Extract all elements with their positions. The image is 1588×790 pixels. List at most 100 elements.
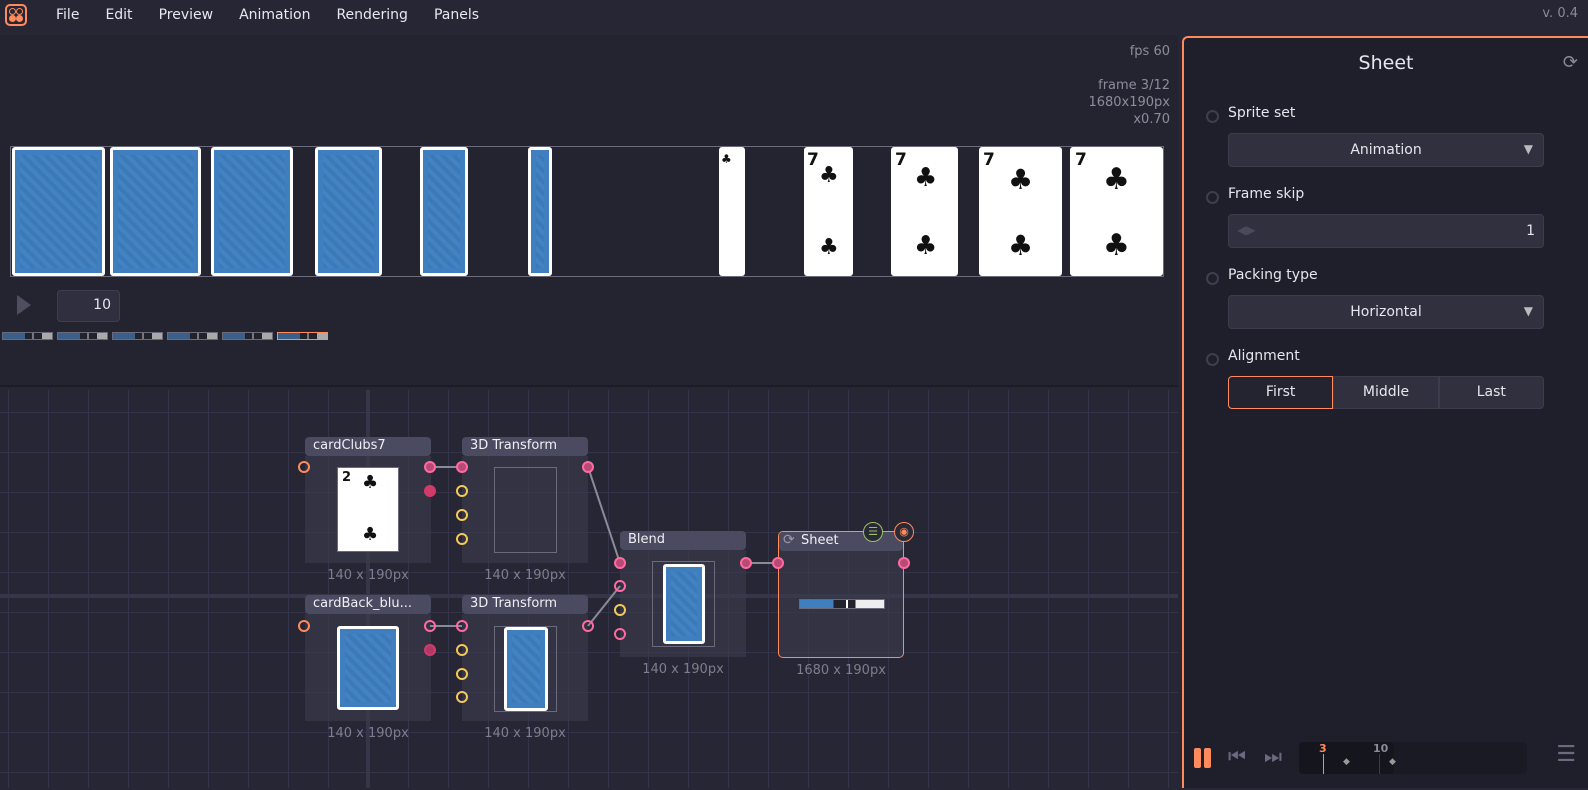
port-output [424,461,436,473]
node-3d-transform[interactable]: 3D Transform 140 x 190px [462,595,588,741]
panel-title: Sheet [1358,52,1414,74]
frame-card-face: 7♣♣ [1070,147,1163,276]
resolution-label: 1680x190px [1088,95,1170,110]
menu-edit[interactable]: Edit [105,7,133,23]
history-thumb[interactable] [2,332,53,340]
refresh-icon: ⟳ [783,532,795,548]
menu-bar: File Edit Preview Animation Rendering Pa… [0,0,1588,30]
node-title: 3D Transform [462,595,588,614]
refresh-icon[interactable]: ⟳ [1562,52,1578,73]
keyframe-icon[interactable]: ◆ [1389,757,1396,767]
node-size-label: 140 x 190px [327,568,409,583]
playhead[interactable] [1323,754,1324,774]
frame-card-back [420,147,468,276]
port-input [298,620,310,632]
timeline-end: 10 [1373,742,1389,755]
node-size-label: 140 x 190px [484,568,566,583]
history-thumb[interactable] [167,332,218,340]
play-icon[interactable] [17,295,31,315]
graph-wires [298,461,910,703]
app-logo-icon [5,4,27,26]
node-size-label: 1680 x 190px [796,663,886,678]
keyframe-icon[interactable]: ◆ [1343,757,1350,767]
frame-label: frame 3/12 [1098,78,1170,93]
frame-skip-radio[interactable] [1206,191,1219,204]
port-input [456,620,468,632]
alignment-first[interactable]: First [1228,376,1334,409]
node-blend[interactable]: Blend 140 x 190px [620,531,746,677]
frame-card-back [110,147,201,276]
version-label: v. 0.4 [1542,6,1578,21]
alignment-label: Alignment [1228,348,1300,364]
menu-panels[interactable]: Panels [433,7,479,23]
node-size-label: 140 x 190px [327,726,409,741]
alignment-last[interactable]: Last [1438,376,1544,409]
preview-eye-icon[interactable]: ◉ [894,522,914,542]
frame-card-back [211,147,293,276]
frame-card-back [528,147,552,276]
menu-icon[interactable]: ☰ [1556,742,1576,767]
node-thumbnail [337,626,399,710]
history-thumb[interactable] [57,332,108,340]
graph-axis-vertical [366,390,370,788]
node-sheet[interactable]: Sheet ⟳ 1680 x 190px [778,531,904,678]
node-3d-transform[interactable]: 3D Transform 140 x 190px [462,437,588,583]
sprite-set-label: Sprite set [1228,105,1296,121]
menu-rendering[interactable]: Rendering [336,7,408,23]
menu-file[interactable]: File [56,7,80,23]
frame-count-input[interactable]: 10 [57,290,120,322]
properties-panel: Sheet ⟳ Sprite set Animation▼ Frame skip… [1182,36,1588,788]
packing-type-radio[interactable] [1206,272,1219,285]
frame-card-face: 7♣♣ [804,147,853,276]
port-input [456,461,468,473]
sprite-set-radio[interactable] [1206,110,1219,123]
alignment-middle[interactable]: Middle [1333,376,1439,409]
skip-back-icon[interactable]: ⏮ [1228,744,1246,768]
node-title: cardClubs7 [305,437,431,456]
node-graph[interactable]: cardClubs7 2♣♣ 140 x 190px 3D Transform … [0,390,1178,788]
timeline-current: 3 [1319,742,1327,755]
packing-type-label: Packing type [1228,267,1318,283]
chevron-down-icon: ▼ [1523,304,1533,318]
node-title: 3D Transform [462,437,588,456]
node-title: cardBack_blu... [305,595,431,614]
export-icon[interactable]: ☰ [863,522,883,542]
timeline-scrubber[interactable]: 3 10 ◆ ◆ [1299,742,1527,774]
menu-preview[interactable]: Preview [158,7,214,23]
port-output [424,485,436,497]
frame-skip-label: Frame skip [1228,186,1305,202]
fps-label: fps 60 [1129,44,1170,59]
frame-card-back [12,147,105,276]
menu-animation[interactable]: Animation [239,7,311,23]
packing-type-dropdown[interactable]: Horizontal▼ [1228,295,1544,329]
node-card-back[interactable]: cardBack_blu... 140 x 190px [305,595,431,741]
chevron-down-icon: ▼ [1523,142,1533,156]
history-thumb-active[interactable] [277,332,328,340]
node-size-label: 140 x 190px [642,662,724,677]
node-card-clubs[interactable]: cardClubs7 2♣♣ 140 x 190px [305,437,431,583]
slider-arrows-icon: ◀▶ [1237,223,1256,237]
zoom-label: x0.70 [1133,112,1170,127]
sheet-history [2,332,328,340]
frame-card-face: 7♣♣ [891,147,958,276]
sprite-set-dropdown[interactable]: Animation▼ [1228,133,1544,167]
node-thumbnail [652,561,715,647]
node-title: Blend [620,531,746,550]
sprite-sheet-preview [10,146,1164,277]
history-thumb[interactable] [222,332,273,340]
pause-icon[interactable] [1194,748,1201,768]
history-thumb[interactable] [112,332,163,340]
pause-icon-bar [1204,748,1211,768]
port-output [424,620,436,632]
node-thumbnail [799,599,885,609]
frame-card-back [315,147,382,276]
alignment-radio[interactable] [1206,353,1219,366]
frame-card-face: 7♣♣ [979,147,1062,276]
alignment-toggle: First Middle Last [1228,376,1544,409]
skip-forward-icon[interactable]: ⏭ [1264,744,1282,768]
node-size-label: 140 x 190px [484,726,566,741]
node-thumbnail: 2♣♣ [337,467,399,552]
port-input [298,461,310,473]
frame-skip-input[interactable]: ◀▶1 [1228,214,1544,248]
node-thumbnail [494,626,557,712]
